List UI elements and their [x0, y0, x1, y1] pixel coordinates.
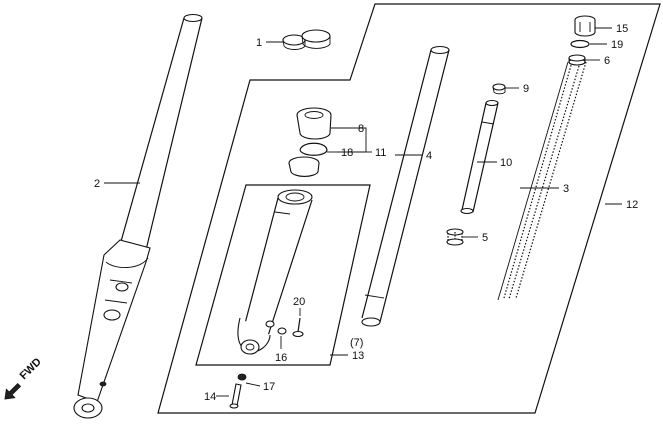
piston-ring-part	[492, 83, 506, 95]
oil-seal-part	[296, 107, 332, 140]
bottom-case-frame	[195, 184, 371, 366]
callout-9: 9	[523, 83, 529, 95]
dust-seal-part	[282, 29, 331, 50]
callout-4: 4	[426, 150, 432, 162]
callout-19: 19	[611, 39, 623, 51]
callout-16: 16	[275, 352, 287, 364]
socket-bolt-part	[229, 383, 242, 409]
callout-17: 17	[263, 381, 275, 393]
callout-12: 12	[626, 199, 638, 211]
fork-slider-part	[73, 13, 203, 419]
callout-6: 6	[604, 55, 610, 67]
callout-10: 10	[500, 157, 512, 169]
washer-part	[277, 327, 287, 335]
fork-pipe-part	[361, 45, 450, 327]
callout-13: 13	[352, 350, 364, 362]
leader-lines	[104, 27, 622, 397]
sealing-washer-part	[237, 373, 247, 381]
callout-3: 3	[563, 183, 569, 195]
fork-bottom-case-part	[237, 189, 313, 355]
callout-20: 20	[293, 296, 305, 308]
callout-8: 8	[358, 123, 364, 135]
rebound-spring-part	[446, 228, 464, 246]
callout-14: 14	[204, 391, 216, 403]
forward-direction-indicator: FWD	[4, 356, 44, 400]
callout-15: 15	[616, 23, 628, 35]
spring-seat-part	[568, 54, 586, 66]
fwd-label: FWD	[18, 356, 44, 382]
callout-5: 5	[482, 232, 488, 244]
snap-ring-part	[299, 142, 328, 156]
callout-2: 2	[94, 178, 100, 190]
forward-arrow-icon	[4, 382, 22, 400]
callout-11: 11	[375, 147, 386, 159]
callout-18: 18	[341, 147, 353, 159]
fork-spring-part	[497, 58, 587, 301]
fork-piston-part	[460, 99, 499, 215]
axle-holder-bolt-part	[292, 317, 304, 338]
o-ring-part	[570, 39, 590, 49]
fork-assembly-frame	[157, 3, 661, 414]
back-up-ring-part	[288, 156, 320, 177]
callout-7: (7)	[350, 337, 363, 349]
fork-bolt-part	[574, 15, 596, 37]
callout-1: 1	[256, 37, 262, 49]
